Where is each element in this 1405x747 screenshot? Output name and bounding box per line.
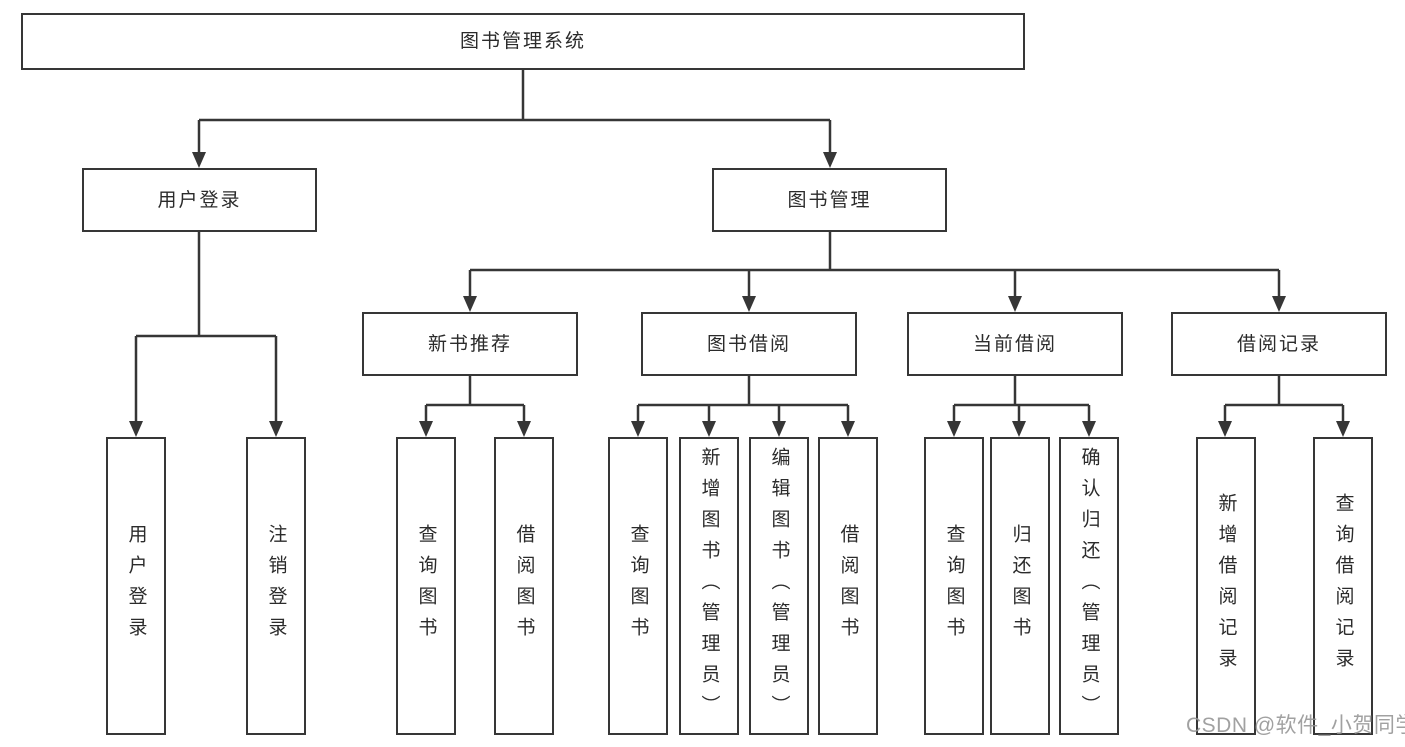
node-label: 新书推荐 xyxy=(427,333,512,355)
node-book-management: 图书管理 xyxy=(712,168,947,232)
node-label: 确认归还（管理员） xyxy=(1078,446,1100,726)
node-new-book-recommend: 新书推荐 xyxy=(362,312,578,376)
node-label: 当前借阅 xyxy=(972,333,1057,355)
node-label: 借阅图书 xyxy=(513,524,535,648)
node-book-borrow: 图书借阅 xyxy=(641,312,857,376)
leaf-add-borrow-record: 新增借阅记录 xyxy=(1196,437,1256,735)
node-label: 借阅记录 xyxy=(1236,333,1321,355)
node-user-login: 用户登录 xyxy=(82,168,317,232)
leaf-recommend-borrow-books: 借阅图书 xyxy=(494,437,554,735)
leaf-logout: 注销登录 xyxy=(246,437,306,735)
leaf-borrow-query-books: 查询图书 xyxy=(608,437,668,735)
leaf-return-books: 归还图书 xyxy=(990,437,1050,735)
node-current-borrow: 当前借阅 xyxy=(907,312,1123,376)
node-label: 用户登录 xyxy=(125,524,147,648)
node-label: 查询借阅记录 xyxy=(1332,493,1354,679)
leaf-borrow-borrow-books: 借阅图书 xyxy=(818,437,878,735)
leaf-current-query-books: 查询图书 xyxy=(924,437,984,735)
node-label: 查询图书 xyxy=(415,524,437,648)
leaf-query-borrow-record: 查询借阅记录 xyxy=(1313,437,1373,735)
node-label: 查询图书 xyxy=(627,524,649,648)
leaf-edit-books-admin: 编辑图书（管理员） xyxy=(749,437,809,735)
node-label: 用户登录 xyxy=(157,189,242,211)
node-label: 注销登录 xyxy=(265,524,287,648)
leaf-add-books-admin: 新增图书（管理员） xyxy=(679,437,739,735)
csdn-watermark: CSDN @软件_小贺同学 xyxy=(1186,714,1405,737)
node-label: 新增借阅记录 xyxy=(1215,493,1237,679)
node-label: 编辑图书（管理员） xyxy=(768,446,790,726)
node-label: 图书管理系统 xyxy=(459,31,586,52)
leaf-confirm-return-admin: 确认归还（管理员） xyxy=(1059,437,1119,735)
arrowheads xyxy=(129,152,1350,437)
node-label: 归还图书 xyxy=(1009,524,1031,648)
node-library-management-system: 图书管理系统 xyxy=(21,13,1025,70)
node-label: 查询图书 xyxy=(943,524,965,648)
node-label: 借阅图书 xyxy=(837,524,859,648)
node-label: 图书借阅 xyxy=(706,333,791,355)
node-borrow-records: 借阅记录 xyxy=(1171,312,1387,376)
leaf-recommend-query-books: 查询图书 xyxy=(396,437,456,735)
node-label: 新增图书（管理员） xyxy=(698,446,720,726)
leaf-user-login: 用户登录 xyxy=(106,437,166,735)
node-label: 图书管理 xyxy=(787,189,872,211)
